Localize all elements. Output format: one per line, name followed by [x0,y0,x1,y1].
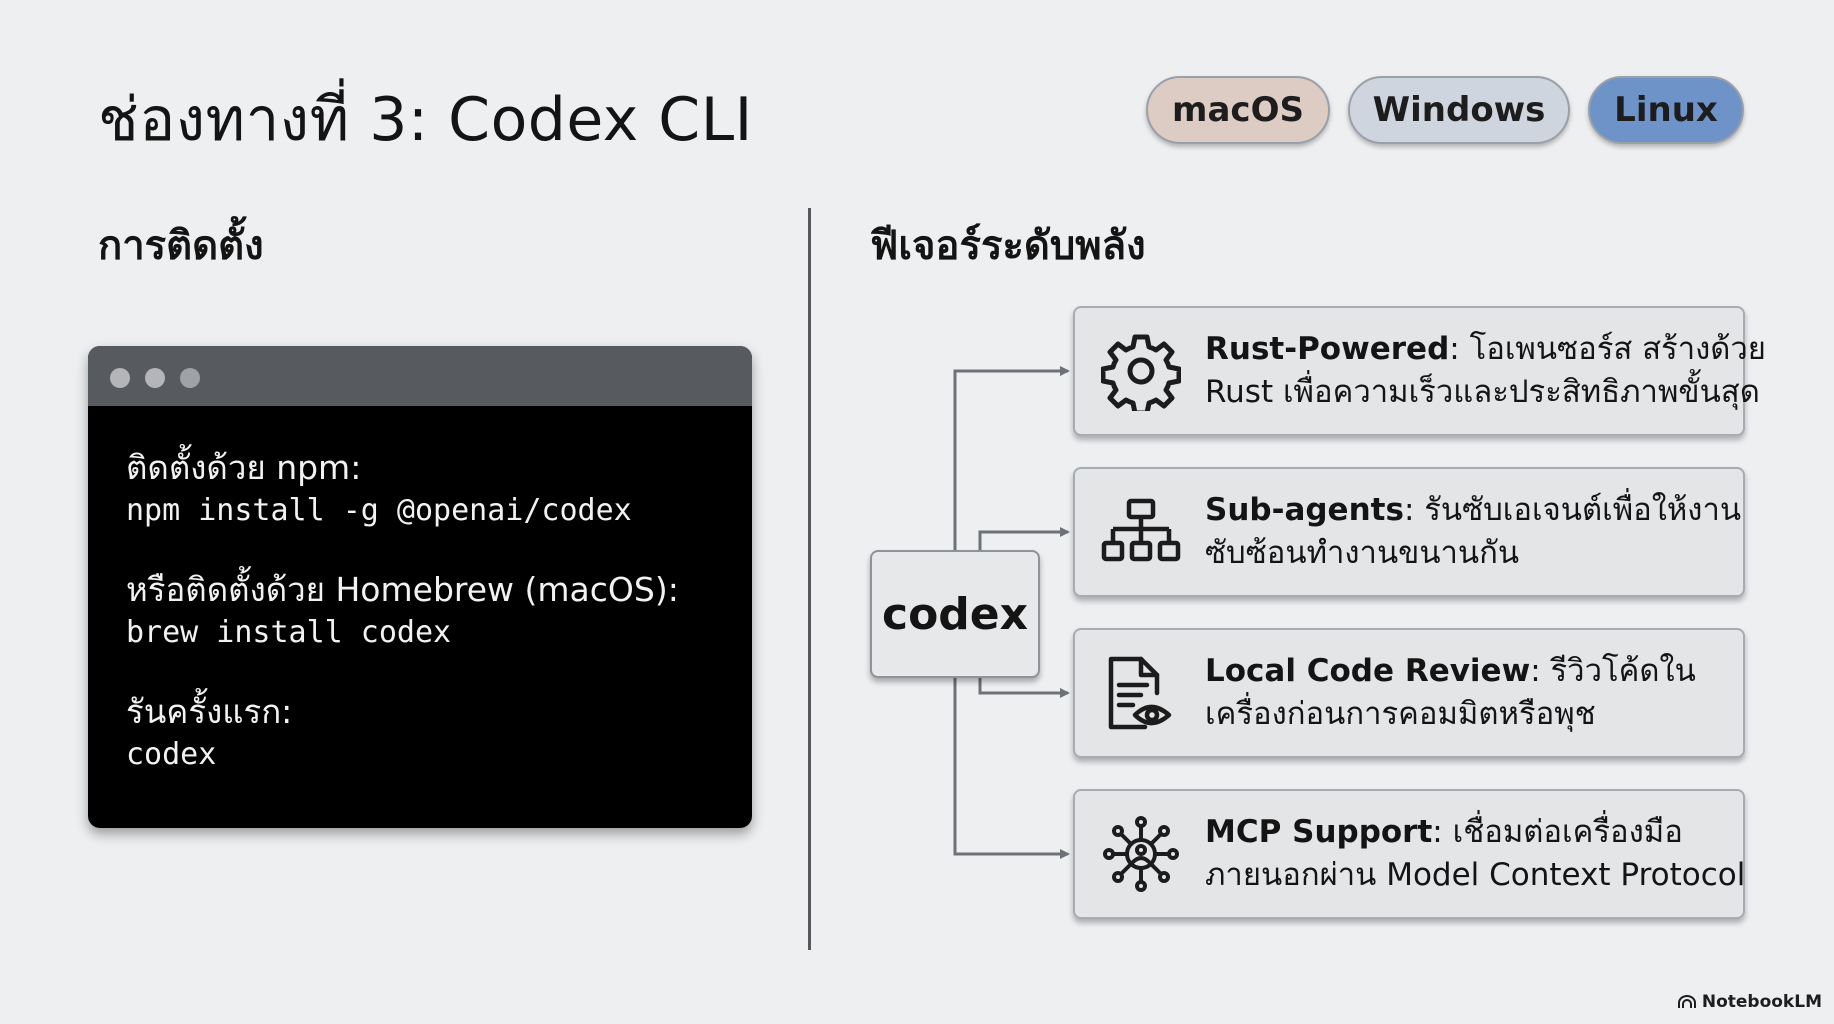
document-review-icon [1093,653,1189,733]
window-dot-icon [110,368,130,388]
notebooklm-logo-text: NotebookLM [1701,992,1822,1012]
feature-description: : รีวิวโค้ดใน [1530,653,1696,689]
platform-pill-linux: Linux [1588,76,1744,144]
install-step-label: รันครั้งแรก: [126,692,293,731]
connector-arrow [953,366,1070,550]
feature-card-rust-powered: Rust-Powered: โอเพนซอร์ส สร้างด้วย Rust … [1073,306,1766,436]
feature-card-mcp-support: MCP Support: เชื่อมต่อเครื่องมือ ภายนอกผ… [1073,789,1745,919]
terminal-body: ติดตั้งด้วย npm: npm install -g @openai/… [88,406,752,776]
terminal-titlebar [88,346,752,406]
feature-description: : เชื่อมต่อเครื่องมือ [1432,814,1683,850]
notebooklm-logo: NotebookLM [1677,992,1822,1012]
section-divider [808,208,811,950]
install-step-label: หรือติดตั้งด้วย Homebrew (macOS): [126,570,679,609]
feature-title: Sub-agents [1205,492,1404,528]
connector-arrow [953,678,1070,859]
feature-card-sub-agents: Sub-agents: รันซับเอเจนต์เพื่อให้งาน ซับ… [1073,467,1745,597]
feature-description: ภายนอกผ่าน Model Context Protocol [1205,857,1746,893]
feature-title: Rust-Powered [1205,331,1450,367]
feature-card-local-code-review: Local Code Review: รีวิวโค้ดใน เครื่องก่… [1073,628,1745,758]
install-step-command: codex [126,737,217,772]
feature-title: Local Code Review [1205,653,1531,689]
connector-arrow [978,678,1070,698]
feature-description: Rust เพื่อความเร็วและประสิทธิภาพขั้นสุด [1205,374,1760,410]
feature-description: : รันซับเอเจนต์เพื่อให้งาน [1403,492,1742,528]
platform-pill-windows: Windows [1348,76,1570,144]
install-heading: การติดตั้ง [98,223,264,269]
platform-pill-macos: macOS [1146,76,1330,144]
install-step: รันครั้งแรก: codex [126,690,714,776]
platform-pills: macOS Windows Linux [1146,76,1744,144]
install-step: ติดตั้งด้วย npm: npm install -g @openai/… [126,446,714,532]
feature-text: Rust-Powered: โอเพนซอร์ส สร้างด้วย Rust … [1189,328,1766,414]
install-step: หรือติดตั้งด้วย Homebrew (macOS): brew i… [126,568,714,654]
notebooklm-logo-icon [1677,995,1696,1008]
feature-description: เครื่องก่อนการคอมมิตหรือพุช [1205,696,1596,732]
feature-text: MCP Support: เชื่อมต่อเครื่องมือ ภายนอกผ… [1189,811,1745,897]
install-step-label: ติดตั้งด้วย npm: [126,448,362,487]
feature-description: ซับซ้อนทำงานขนานกัน [1205,535,1520,571]
feature-title: MCP Support [1205,814,1433,850]
window-dot-icon [145,368,165,388]
terminal-window: ติดตั้งด้วย npm: npm install -g @openai/… [88,346,752,828]
gear-icon [1093,331,1189,411]
codex-hub: codex [870,550,1040,678]
install-step-command: npm install -g @openai/codex [126,493,632,528]
connector-arrow [978,527,1070,550]
network-hub-icon [1093,814,1189,894]
page-title: ช่องทางที่ 3: Codex CLI [98,85,753,155]
feature-description: : โอเพนซอร์ส สร้างด้วย [1449,331,1766,367]
feature-text: Local Code Review: รีวิวโค้ดใน เครื่องก่… [1189,650,1696,736]
features-heading: ฟีเจอร์ระดับพลัง [870,223,1146,269]
window-dot-icon [180,368,200,388]
feature-text: Sub-agents: รันซับเอเจนต์เพื่อให้งาน ซับ… [1189,489,1741,575]
hierarchy-icon [1093,497,1189,567]
install-step-command: brew install codex [126,615,452,650]
